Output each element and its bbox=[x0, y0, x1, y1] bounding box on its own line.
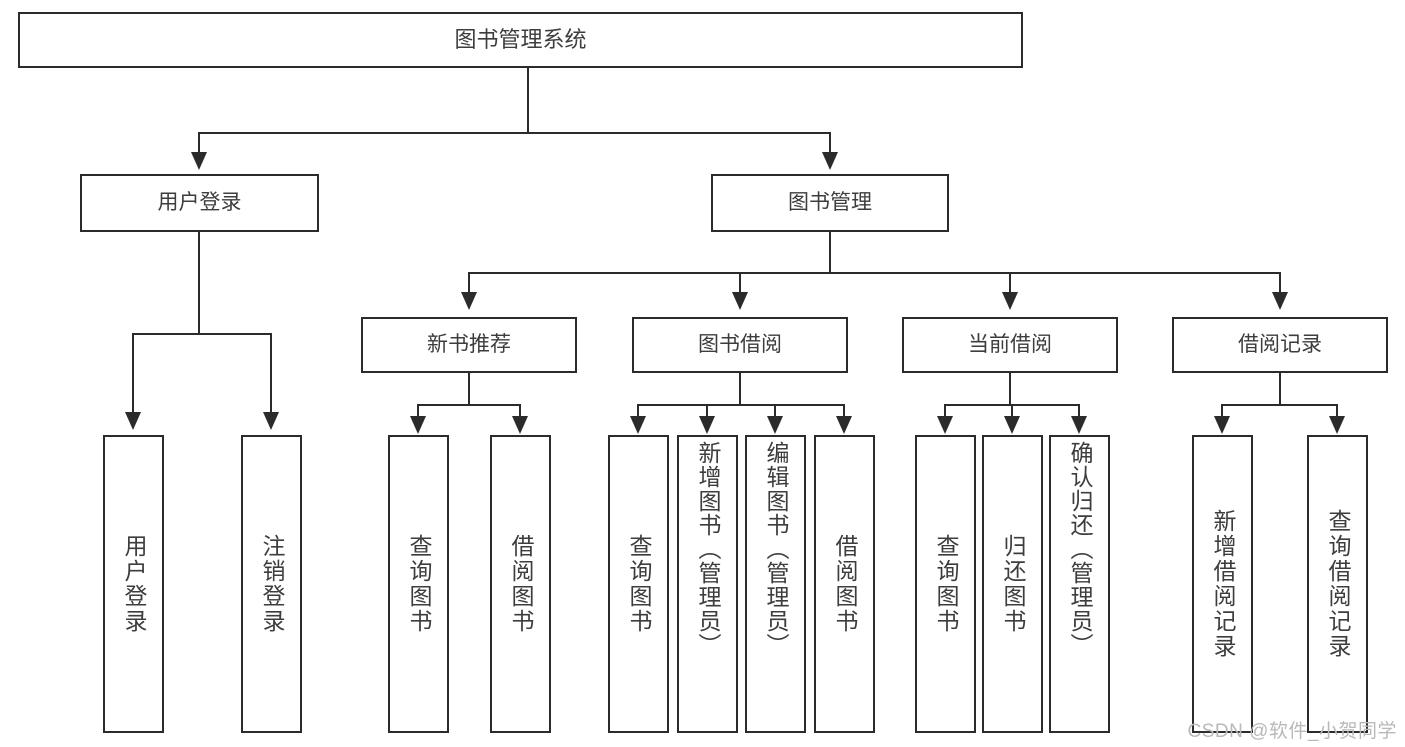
connector-bb-drop-4 bbox=[843, 404, 845, 418]
connector-user-login-stem bbox=[198, 232, 200, 334]
arrow-leaf-borrow-book-2 bbox=[836, 416, 852, 434]
node-label: 新增借阅记录 bbox=[1210, 509, 1236, 659]
node-label: 编辑图书（管理员） bbox=[763, 441, 789, 657]
arrow-to-borrow-record bbox=[1272, 292, 1288, 310]
connector-bb-drop-2 bbox=[706, 404, 708, 418]
connector-new-book-rec-bar bbox=[417, 404, 521, 406]
connector-user-login-bar bbox=[132, 333, 272, 335]
node-label: 查询图书 bbox=[406, 534, 432, 634]
connector-nbr-drop-1 bbox=[417, 404, 419, 418]
arrow-leaf-add-book bbox=[699, 416, 715, 434]
connector-nbr-drop-2 bbox=[519, 404, 521, 418]
csdn-watermark: CSDN @软件_小贺同学 bbox=[1187, 721, 1397, 742]
connector-current-borrow-stem bbox=[1009, 373, 1011, 405]
node-book-manage[interactable]: 图书管理 bbox=[711, 174, 949, 232]
node-label: 查询图书 bbox=[626, 534, 652, 634]
arrow-leaf-query-book-2 bbox=[630, 416, 646, 434]
arrow-leaf-add-record bbox=[1214, 416, 1230, 434]
connector-br-drop-1 bbox=[1221, 404, 1223, 418]
leaf-query-book-1[interactable]: 查询图书 bbox=[388, 435, 449, 733]
arrow-to-book-manage bbox=[822, 152, 838, 170]
connector-cb-drop-2 bbox=[1011, 404, 1013, 418]
connector-to-book-manage bbox=[829, 132, 831, 154]
connector-book-borrow-bar bbox=[637, 404, 845, 406]
leaf-borrow-book-1[interactable]: 借阅图书 bbox=[490, 435, 551, 733]
connector-to-user-login bbox=[198, 132, 200, 154]
node-user-login[interactable]: 用户登录 bbox=[80, 174, 319, 232]
node-label: 用户登录 bbox=[121, 534, 147, 634]
connector-to-current-borrow bbox=[1009, 272, 1011, 294]
leaf-borrow-book-2[interactable]: 借阅图书 bbox=[814, 435, 875, 733]
node-label: 图书借阅 bbox=[698, 332, 782, 356]
connector-root-stem bbox=[527, 68, 529, 133]
node-label: 借阅图书 bbox=[832, 534, 858, 634]
connector-user-login-drop-1 bbox=[132, 333, 134, 413]
arrow-leaf-query-record bbox=[1329, 416, 1345, 434]
leaf-user-login[interactable]: 用户登录 bbox=[103, 435, 164, 733]
leaf-query-record[interactable]: 查询借阅记录 bbox=[1307, 435, 1368, 733]
arrow-leaf-edit-book bbox=[767, 416, 783, 434]
connector-to-new-book-rec bbox=[468, 272, 470, 294]
connector-cb-drop-3 bbox=[1078, 404, 1080, 418]
node-label: 注销登录 bbox=[259, 534, 285, 634]
node-root-system[interactable]: 图书管理系统 bbox=[18, 12, 1023, 68]
connector-book-manage-stem bbox=[829, 232, 831, 274]
arrow-to-user-login bbox=[191, 152, 207, 170]
connector-book-borrow-stem bbox=[739, 373, 741, 405]
arrow-to-book-borrow bbox=[732, 292, 748, 310]
leaf-add-record[interactable]: 新增借阅记录 bbox=[1192, 435, 1253, 733]
node-label: 用户登录 bbox=[157, 190, 242, 214]
node-borrow-record[interactable]: 借阅记录 bbox=[1172, 317, 1388, 373]
connector-borrow-record-bar bbox=[1221, 404, 1338, 406]
arrow-to-new-book-rec bbox=[461, 292, 477, 310]
connector-user-login-drop-2 bbox=[270, 333, 272, 413]
connector-to-borrow-record bbox=[1279, 272, 1281, 294]
node-label: 归还图书 bbox=[1000, 534, 1026, 634]
node-label: 图书管理系统 bbox=[454, 27, 587, 53]
connector-root-bar bbox=[198, 132, 830, 134]
arrow-leaf-confirm-return bbox=[1071, 416, 1087, 434]
node-label: 查询借阅记录 bbox=[1325, 509, 1351, 659]
leaf-query-book-2[interactable]: 查询图书 bbox=[608, 435, 669, 733]
node-current-borrow[interactable]: 当前借阅 bbox=[902, 317, 1118, 373]
arrow-leaf-return-book bbox=[1004, 416, 1020, 434]
arrow-leaf-user-login bbox=[125, 412, 141, 430]
node-new-book-rec[interactable]: 新书推荐 bbox=[361, 317, 577, 373]
leaf-confirm-return[interactable]: 确认归还（管理员） bbox=[1049, 435, 1110, 733]
leaf-edit-book[interactable]: 编辑图书（管理员） bbox=[745, 435, 806, 733]
node-label: 图书管理 bbox=[788, 190, 872, 214]
arrow-leaf-query-book-3 bbox=[937, 416, 953, 434]
node-label: 借阅记录 bbox=[1238, 332, 1322, 356]
node-label: 查询图书 bbox=[933, 534, 959, 634]
connector-br-drop-2 bbox=[1336, 404, 1338, 418]
connector-bb-drop-3 bbox=[774, 404, 776, 418]
arrow-to-current-borrow bbox=[1002, 292, 1018, 310]
leaf-add-book[interactable]: 新增图书（管理员） bbox=[677, 435, 738, 733]
connector-new-book-rec-stem bbox=[468, 373, 470, 405]
connector-to-book-borrow bbox=[739, 272, 741, 294]
leaf-return-book[interactable]: 归还图书 bbox=[982, 435, 1043, 733]
node-label: 新书推荐 bbox=[427, 332, 511, 356]
connector-borrow-record-stem bbox=[1279, 373, 1281, 405]
connector-bb-drop-1 bbox=[637, 404, 639, 418]
leaf-query-book-3[interactable]: 查询图书 bbox=[915, 435, 976, 733]
connector-cb-drop-1 bbox=[944, 404, 946, 418]
arrow-leaf-logout bbox=[263, 412, 279, 430]
node-label: 新增图书（管理员） bbox=[695, 441, 721, 657]
arrow-leaf-query-book-1 bbox=[410, 416, 426, 434]
leaf-logout[interactable]: 注销登录 bbox=[241, 435, 302, 733]
node-label: 当前借阅 bbox=[968, 332, 1052, 356]
node-label: 确认归还（管理员） bbox=[1067, 441, 1093, 657]
connector-book-manage-bar bbox=[468, 272, 1281, 274]
node-label: 借阅图书 bbox=[508, 534, 534, 634]
arrow-leaf-borrow-book-1 bbox=[512, 416, 528, 434]
node-book-borrow[interactable]: 图书借阅 bbox=[632, 317, 848, 373]
